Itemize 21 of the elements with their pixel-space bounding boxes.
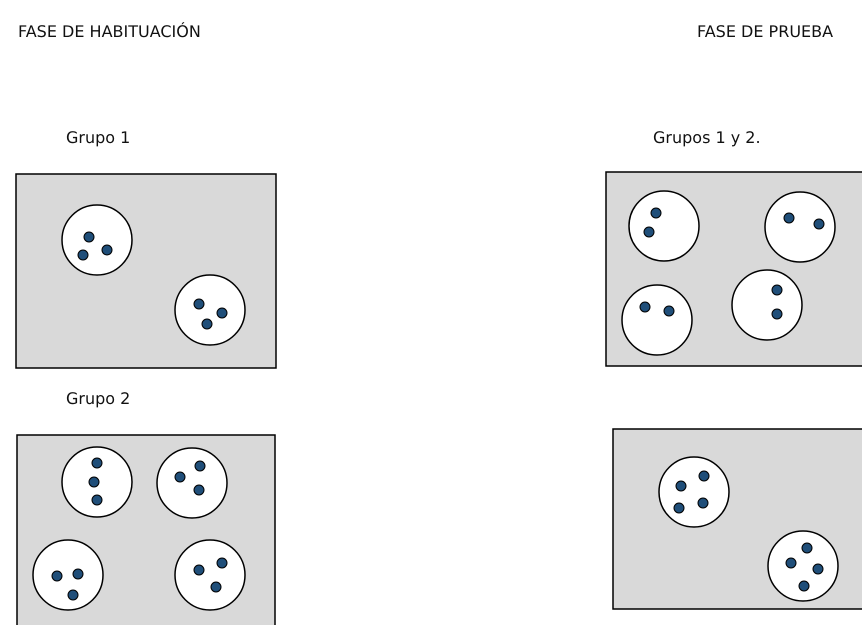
dish-circle bbox=[621, 284, 693, 356]
dish-circle bbox=[658, 456, 730, 528]
label-text: FASE DE PRUEBA bbox=[697, 22, 834, 41]
label-text: FASE DE HABITUACIÓN bbox=[18, 22, 201, 41]
dish-circle bbox=[767, 530, 839, 602]
enclosure-box bbox=[16, 434, 276, 625]
dish-circle bbox=[174, 274, 246, 346]
label-text: Grupos 1 y 2. bbox=[653, 128, 761, 147]
dish-circle bbox=[731, 269, 803, 341]
dish-circle bbox=[61, 446, 133, 518]
enclosure-box bbox=[15, 173, 277, 369]
enclosure-box bbox=[612, 428, 862, 610]
label-text: Grupo 2 bbox=[66, 389, 130, 408]
label-text: Grupo 1 bbox=[66, 128, 130, 147]
dish-circle bbox=[61, 204, 133, 276]
dish-circle bbox=[764, 191, 836, 263]
dish-circle bbox=[174, 539, 246, 611]
dish-circle bbox=[156, 447, 228, 519]
dish-circle bbox=[32, 539, 104, 611]
dish-circle bbox=[628, 190, 700, 262]
enclosure-box bbox=[605, 171, 862, 367]
